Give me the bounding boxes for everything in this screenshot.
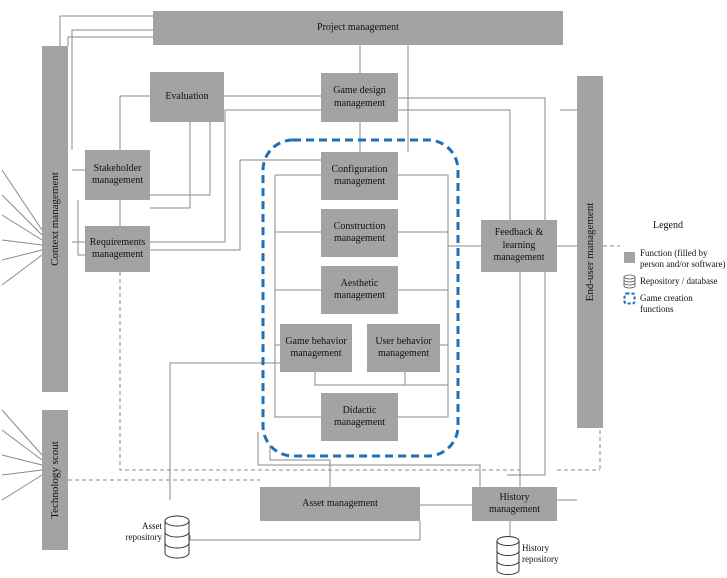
evaluation-box: Evaluation — [150, 72, 224, 122]
configuration-management-box: Configuration management — [321, 152, 398, 200]
legend-repository-label: Repository / database — [640, 276, 718, 286]
asset-management-box: Asset management — [260, 487, 420, 521]
feedback-learning-management-label: Feedback & learning management — [493, 227, 545, 264]
asset-management-label: Asset management — [302, 497, 378, 509]
context-management-box: Context management — [42, 46, 68, 392]
end-user-management-box: End-user management — [577, 76, 603, 428]
requirements-management-box: Requirements management — [85, 226, 150, 272]
evaluation-label: Evaluation — [165, 90, 209, 102]
game-behavior-management-box: Game behavior management — [280, 324, 352, 372]
aesthetic-management-label: Aesthetic management — [333, 277, 386, 302]
game-behavior-management-label: Game behavior management — [285, 335, 347, 360]
user-behavior-management-label: User behavior management — [375, 335, 432, 360]
legend-function-swatch — [624, 252, 635, 263]
construction-management-box: Construction management — [321, 209, 398, 257]
history-repository-label: History repository — [522, 543, 559, 564]
configuration-management-label: Configuration management — [331, 163, 388, 188]
aesthetic-management-box: Aesthetic management — [321, 266, 398, 314]
stakeholder-management-label: Stakeholder management — [91, 162, 144, 187]
requirements-management-label: Requirements management — [89, 236, 146, 261]
didactic-management-box: Didactic management — [321, 393, 398, 441]
game-design-management-box: Game design management — [321, 73, 398, 122]
game-design-management-label: Game design management — [333, 85, 386, 109]
legend-title: Legend — [653, 220, 683, 231]
user-behavior-management-box: User behavior management — [367, 324, 440, 372]
technology-scout-label: Technology scout — [49, 441, 61, 519]
asset-repository-database-icon — [164, 515, 190, 559]
legend-game-creation-label: Game creation functions — [640, 293, 693, 314]
end-user-management-label: End-user management — [584, 202, 596, 302]
legend-database-icon — [623, 274, 636, 289]
history-repository-database-icon — [496, 536, 520, 575]
construction-management-label: Construction management — [333, 220, 386, 245]
context-management-label: Context management — [49, 172, 61, 266]
stakeholder-management-box: Stakeholder management — [85, 150, 150, 200]
project-management-box: Project management — [153, 11, 563, 45]
history-management-box: History management — [472, 487, 557, 521]
asset-repository-label: Asset repository — [125, 521, 163, 542]
didactic-management-label: Didactic management — [333, 404, 386, 429]
technology-scout-box: Technology scout — [42, 410, 68, 550]
history-management-label: History management — [488, 491, 541, 516]
feedback-learning-management-box: Feedback & learning management — [481, 220, 557, 272]
legend-game-creation-icon — [623, 292, 636, 305]
legend-function-label: Function (filled by person and/or softwa… — [640, 248, 726, 269]
project-management-label: Project management — [317, 21, 399, 33]
